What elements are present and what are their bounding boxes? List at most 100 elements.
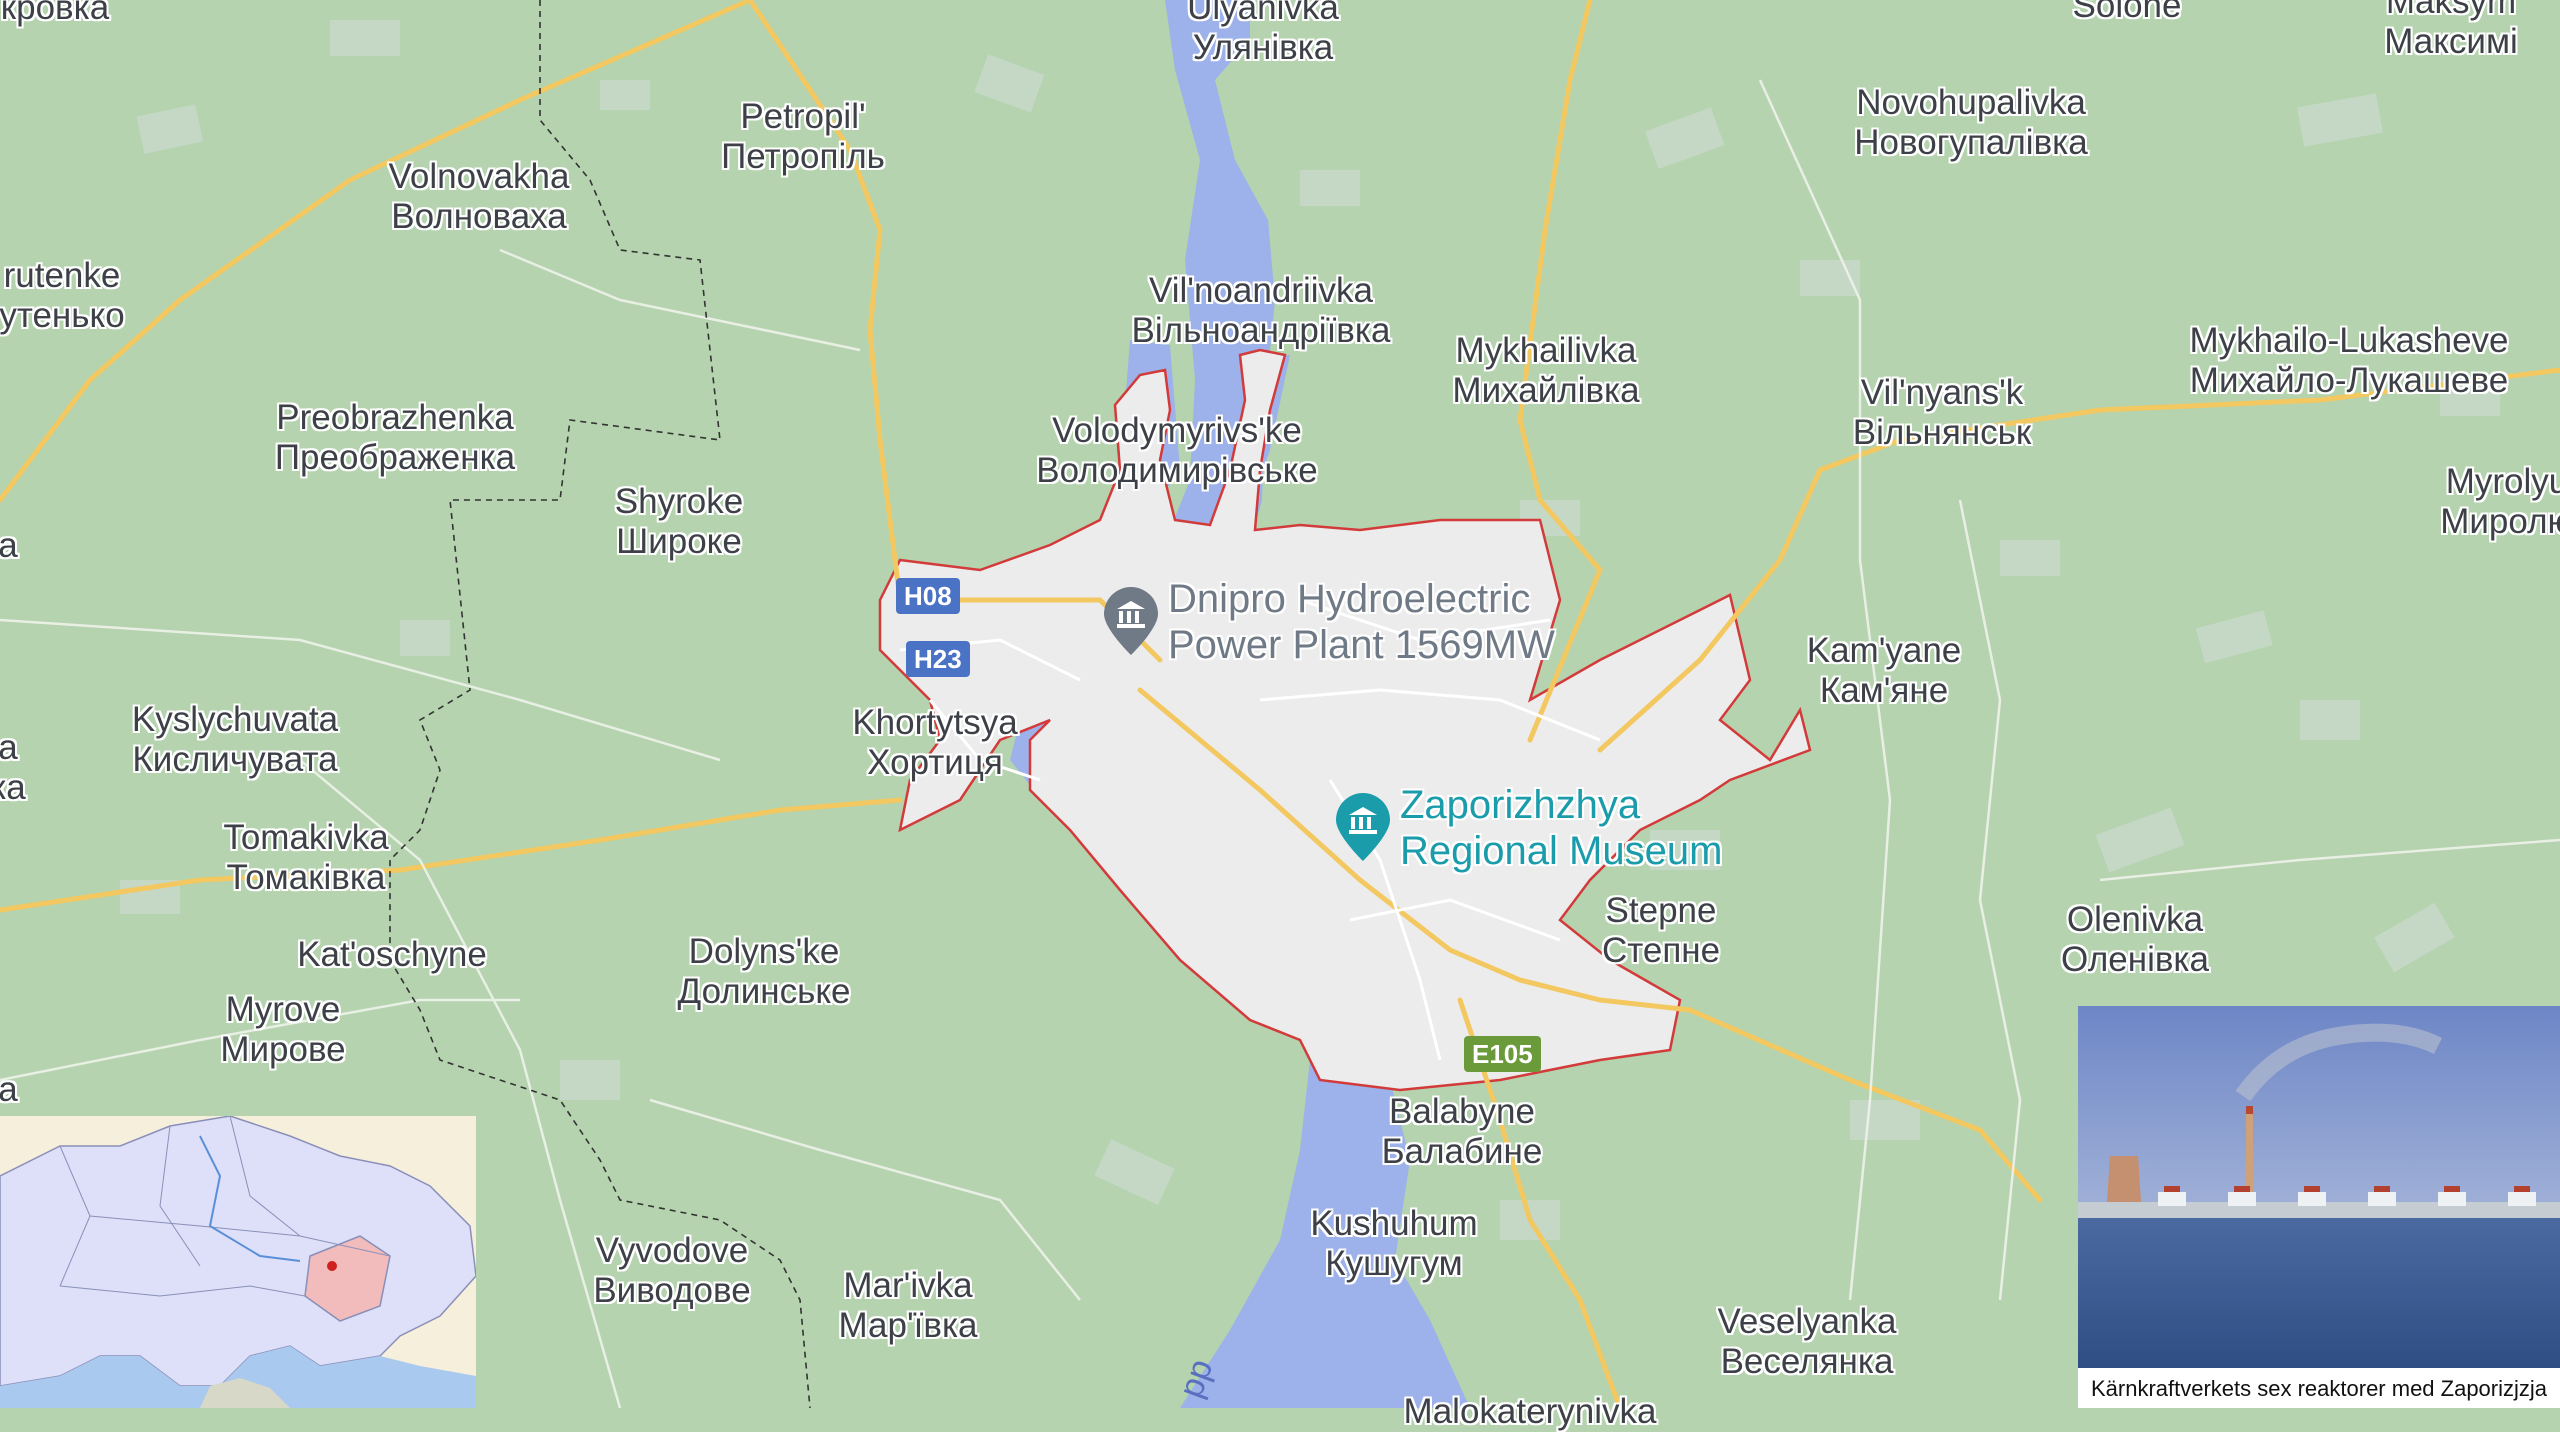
place-name-cyrillic: Широке (616, 522, 742, 561)
museum-icon (1332, 793, 1394, 863)
ukraine-locator-map (0, 1116, 476, 1408)
place-name-cyrillic: Балабине (1381, 1132, 1543, 1171)
place-name-latin: Novohupalivka (1856, 83, 2086, 122)
place-name-latin: Kushuhum (1310, 1204, 1478, 1243)
place-name-cyrillic: Вільнянськ (1852, 413, 2032, 452)
place-name-latin: a (0, 526, 18, 565)
place-name-cyrillic: Кушугум (1325, 1244, 1463, 1283)
place-name-cyrillic: Томаківка (226, 858, 386, 897)
place-name-latin: a (0, 728, 18, 767)
place-name-cyrillic: Волноваха (391, 197, 567, 236)
place-name-latin: Mykhailo-Lukasheve (2189, 321, 2509, 360)
place-name-latin: Tomakivka (223, 818, 389, 857)
place-name-cyrillic: Виводове (593, 1271, 751, 1310)
place-name-latin: Kyslychuvata (131, 700, 339, 739)
oblast-border (389, 0, 811, 1408)
place-name-cyrillic: Мар'ївка (838, 1306, 978, 1345)
place-name-latin: Petropil' (740, 97, 866, 136)
museum-icon (1100, 587, 1162, 657)
place-name-latin: Mykhailivka (1455, 331, 1637, 370)
place-name-latin: Myrolyu (2445, 462, 2560, 501)
place-name-cyrillic: утенько (0, 296, 125, 335)
place-name-cyrillic: Оленівка (2061, 940, 2209, 979)
place-name-cyrillic: Преображенка (274, 438, 516, 477)
place-name-cyrillic: Веселянка (1720, 1342, 1894, 1381)
place-label[interactable]: MyrolyuМиролю (2440, 462, 2560, 542)
field-patches (120, 20, 2500, 1280)
place-label[interactable]: aка (0, 728, 26, 808)
place-name-latin: Shyroke (614, 482, 744, 521)
place-name-cyrillic: Петропіль (721, 137, 885, 176)
place-name-cyrillic: Володимирівське (1036, 451, 1318, 490)
place-name-cyrillic: Новогупалівка (1854, 123, 2088, 162)
place-label[interactable]: Solone (2073, 0, 2182, 26)
place-label[interactable]: кровка (1, 0, 109, 28)
road-shield: E105 (1464, 1036, 1541, 1072)
poi-label-line: Zaporizhzhya (1400, 783, 1641, 827)
place-label[interactable]: Petropil'Петропіль (721, 97, 885, 177)
place-name-latin: Khortytsya (852, 703, 1018, 742)
place-name-latin: Vyvodove (595, 1231, 749, 1270)
place-label[interactable]: a (0, 1070, 18, 1110)
place-name-latin: Olenivka (2066, 900, 2204, 939)
place-name-cyrillic: кровка (0, 0, 110, 27)
photo-caption: Kärnkraftverkets sex reaktorer med Zapor… (2090, 1376, 2548, 1401)
place-label[interactable]: Kat'oschyne (297, 935, 487, 975)
place-name-cyrillic: Михайло-Лукашеве (2189, 361, 2509, 400)
place-name-latin: Volnovakha (388, 157, 570, 196)
place-name-cyrillic: Хортиця (867, 743, 1003, 782)
place-name-latin: Myrove (225, 990, 341, 1029)
place-label[interactable]: a (0, 526, 18, 566)
city-area-zaporizhzhia (878, 348, 1812, 1092)
place-name-latin: Kam'yane (1806, 631, 1962, 670)
place-name-latin: Maksym (2385, 0, 2517, 21)
place-name-cyrillic: Улянівка (1192, 28, 1334, 67)
reactor-photo-thumbnail[interactable]: Kärnkraftverkets sex reaktorer med Zapor… (2078, 1006, 2560, 1408)
place-name-latin: Veselyanka (1717, 1302, 1897, 1341)
reactor-photo (2078, 1006, 2560, 1368)
place-label-cut: Malokaterynivka (1403, 1392, 1657, 1431)
place-name-cyrillic: Вільноандріївка (1131, 311, 1391, 350)
place-name-latin: rutenke (3, 256, 121, 295)
place-name-cyrillic: Долинське (677, 972, 851, 1011)
place-name-latin: Volodymyrivs'ke (1052, 411, 1302, 450)
poi-label-line: Power Plant 1569MW (1168, 623, 1555, 667)
place-name-cyrillic: Кисличувата (132, 740, 338, 779)
place-name-cyrillic: Максимі (2384, 22, 2518, 61)
road-shield: H08 (896, 578, 960, 614)
place-name-latin: Stepne (1605, 891, 1717, 930)
place-name-latin: Solone (2072, 0, 2182, 25)
place-name-latin: Kat'oschyne (297, 935, 487, 974)
place-name-latin: Dolyns'ke (688, 932, 840, 971)
